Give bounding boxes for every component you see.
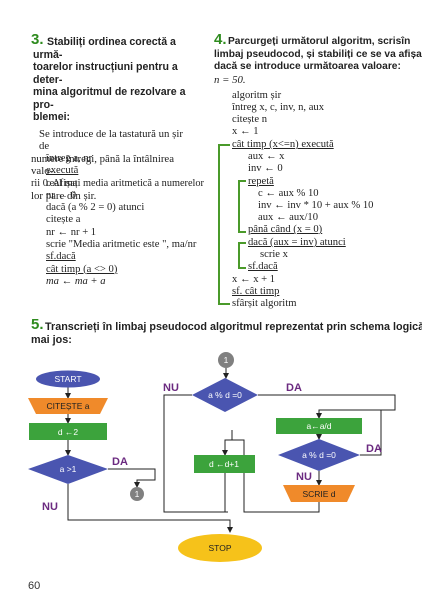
cond-mod-no: NU xyxy=(163,382,179,394)
write-io xyxy=(283,485,355,502)
code-line: dacă (aux = inv) atunci xyxy=(248,237,346,248)
cond-mod2-label: a % d =0 xyxy=(302,450,336,460)
code-line: execută xyxy=(46,165,79,177)
code-line: x ← 1 xyxy=(232,126,259,137)
code-line: citește n xyxy=(232,114,268,125)
flowchart: START CITEȘTE a d ←2 a >1 DA NU 1 1 a % … xyxy=(28,352,396,562)
body-line: numere întregi, până la întâlnirea valo- xyxy=(31,152,174,178)
heading-line: mina algoritmul de rezolvare a pro- xyxy=(33,86,186,111)
code-line: cât timp (x<=n) execută xyxy=(232,139,334,150)
cond-mod-decision xyxy=(192,378,258,412)
code-line: întreg a, nr xyxy=(46,153,93,164)
code-line: real ma xyxy=(46,177,78,189)
code-line: până când (x = 0) xyxy=(248,224,323,235)
cond-mod-yes: DA xyxy=(286,382,302,394)
exercise-3-number: 3. xyxy=(31,31,44,48)
heading-line: dacă se introduce următoarea valoare: xyxy=(214,61,401,72)
code-line: scrie x xyxy=(260,249,288,260)
code-line: scrie "Media aritmetic este ", ma/nr xyxy=(46,239,197,251)
block-bracket xyxy=(218,303,230,305)
code-line: sf. cât timp xyxy=(232,286,280,297)
code-line: întreg x, c, inv, n, aux xyxy=(232,102,324,113)
code-line: x ← x + 1 xyxy=(232,274,276,285)
code-line: inv ← 0 xyxy=(248,163,283,174)
code-line: sf.dacă xyxy=(46,251,76,263)
exercise-4-code: algoritm șir întreg x, c, inv, n, aux ci… xyxy=(214,90,414,320)
heading-line: Transcrieți în limbaj pseudocod algoritm… xyxy=(45,321,422,333)
body-line: rii 0. Afișați media aritmetică a numere… xyxy=(31,177,204,189)
exercise-3: 3. Stabiliți ordinea corectă a urmă- toa… xyxy=(31,31,204,203)
connector-1-top-label: 1 xyxy=(224,355,229,365)
code-line: sf.dacă xyxy=(248,261,278,272)
heading-line: blemei: xyxy=(33,111,71,123)
exercise-3-code: întreg a, nr execută real ma nr ← 0 dacă… xyxy=(46,153,196,288)
cond-a-no: NU xyxy=(42,501,58,513)
heading-line: toarelor instrucțiuni pentru a deter- xyxy=(33,61,178,86)
code-line: nr ← nr + 1 xyxy=(46,226,97,238)
inc-d-label: d ←d+1 xyxy=(209,459,239,469)
cond-mod2-yes: DA xyxy=(366,443,382,455)
heading-line: Parcurgeți următorul algoritm, scrisîn xyxy=(228,36,411,47)
stop-label: STOP xyxy=(209,543,232,553)
heading-line: Stabiliți ordinea corectă a urmă- xyxy=(33,36,176,61)
block-bracket xyxy=(218,144,220,304)
stop-terminal xyxy=(178,534,262,562)
block-bracket xyxy=(238,180,240,232)
connector-1-top xyxy=(218,352,234,368)
block-bracket xyxy=(238,267,246,269)
code-line: sfârșit algoritm xyxy=(232,298,297,309)
heading-line: mai jos: xyxy=(31,333,72,346)
cond-mod-label: a % d =0 xyxy=(208,390,242,400)
code-line: cât timp (a <> 0) xyxy=(46,263,118,275)
exercise-4-heading: 4. Parcurgeți următorul algoritm, scrisî… xyxy=(214,31,422,74)
exercise-5-number: 5. xyxy=(31,316,44,333)
assign-d-process xyxy=(29,423,107,440)
cond-a-decision xyxy=(28,455,108,484)
code-line: dacă (a % 2 = 0) atunci xyxy=(46,202,145,214)
code-line: inv ← inv * 10 + aux % 10 xyxy=(258,200,374,211)
exercise-5-heading: 5. Transcrieți în limbaj pseudocod algor… xyxy=(31,316,422,346)
connector-1-left-label: 1 xyxy=(135,489,140,499)
code-line: repetă xyxy=(248,176,274,187)
write-label: SCRIE d xyxy=(302,489,335,499)
assign-a-label: a←a/d xyxy=(306,421,331,431)
exercise-4: 4. Parcurgeți următorul algoritm, scrisî… xyxy=(214,31,422,86)
exercise-3-body: Se introduce de la tastatură un șir de n… xyxy=(31,127,204,203)
read-io xyxy=(28,398,108,414)
exercise-4-number: 4. xyxy=(214,31,227,48)
code-line: citește a xyxy=(46,214,81,226)
code-line: nr ← 0 xyxy=(46,189,77,201)
code-line: algoritm șir xyxy=(232,90,282,101)
connector-1-left xyxy=(130,487,144,501)
code-line: aux ← aux/10 xyxy=(258,212,319,223)
block-bracket xyxy=(238,231,246,233)
cond-a-yes: DA xyxy=(112,456,128,468)
code-line: c ← aux % 10 xyxy=(258,188,319,199)
assign-a-process xyxy=(276,418,362,434)
page-number: 60 xyxy=(28,580,41,592)
cond-mod2-decision xyxy=(278,439,360,471)
block-bracket xyxy=(238,242,246,244)
assign-d-label: d ←2 xyxy=(58,427,79,437)
read-label: CITEȘTE a xyxy=(47,401,90,411)
block-bracket xyxy=(218,144,230,146)
body-line: Se introduce de la tastatură un șir de xyxy=(39,127,183,153)
code-line: ma ← ma + a xyxy=(46,275,106,287)
block-bracket xyxy=(238,180,246,182)
heading-line: limbaj pseudocod, și stabiliți ce se va … xyxy=(214,48,422,60)
block-bracket xyxy=(238,242,240,268)
inc-d-process xyxy=(194,455,255,473)
start-label: START xyxy=(54,374,81,384)
cond-a-label: a >1 xyxy=(60,464,77,474)
body-line: lor pare din șir. xyxy=(31,190,97,202)
start-terminal xyxy=(36,370,100,388)
cond-mod2-no: NU xyxy=(296,471,312,483)
code-line: aux ← x xyxy=(248,151,285,162)
exercise-4-value: n = 50. xyxy=(214,73,246,86)
exercise-3-heading: 3. Stabiliți ordinea corectă a urmă- toa… xyxy=(31,31,193,124)
